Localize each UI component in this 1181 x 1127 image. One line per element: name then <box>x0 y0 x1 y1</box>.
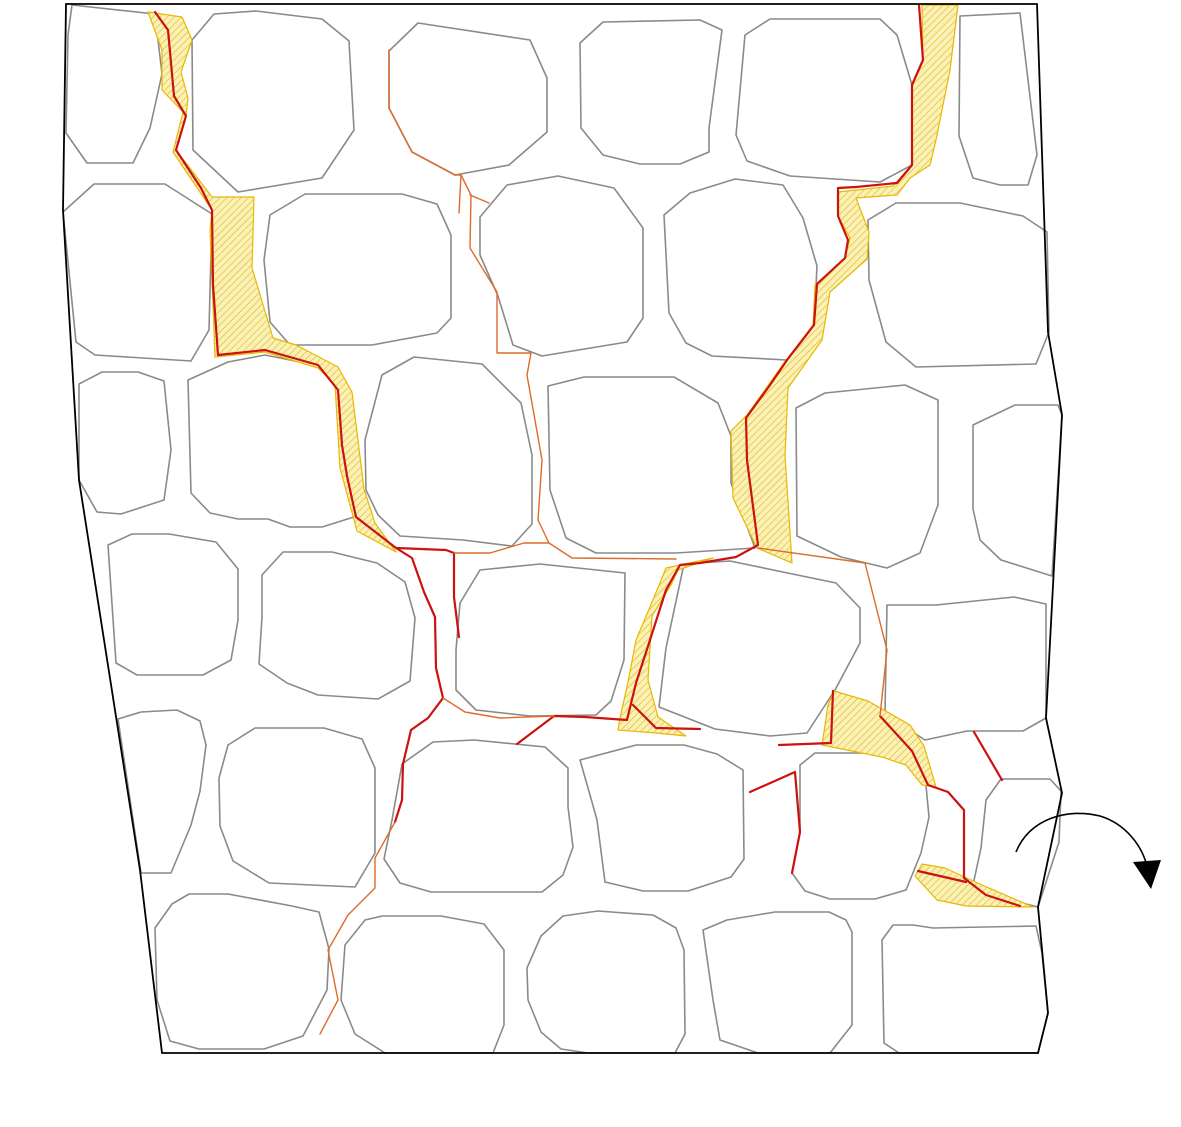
stone <box>191 10 355 193</box>
minor-crack <box>388 49 677 560</box>
stone <box>702 911 853 1054</box>
stone <box>154 893 330 1050</box>
damage-zone <box>147 11 397 553</box>
minor-cracks <box>319 49 888 1035</box>
stone <box>455 563 626 717</box>
major-cracks <box>153 3 1022 908</box>
stone <box>658 560 861 737</box>
minor-crack <box>442 697 555 719</box>
minor-crack <box>458 174 462 214</box>
stone <box>958 12 1038 186</box>
major-crack <box>972 730 1004 782</box>
stone <box>364 356 533 547</box>
stone <box>218 727 376 888</box>
stone <box>547 376 756 554</box>
stone <box>117 709 207 874</box>
minor-crack <box>319 821 396 1035</box>
major-crack <box>394 546 461 639</box>
stone <box>526 910 686 1054</box>
major-crack <box>515 3 925 746</box>
stone <box>479 175 644 357</box>
stone <box>62 183 213 362</box>
rotation-arrow-head <box>1133 860 1161 889</box>
stone <box>881 924 1049 1054</box>
stone <box>107 533 239 676</box>
rotation-arrow-arc <box>1015 812 1148 867</box>
stone <box>383 739 574 893</box>
stone <box>579 19 723 165</box>
stone <box>65 4 163 164</box>
stone <box>791 752 930 900</box>
stone <box>735 18 913 183</box>
damage-zone <box>730 4 959 564</box>
major-crack <box>153 10 445 824</box>
wall-outline <box>62 3 1063 1054</box>
major-crack <box>916 869 968 884</box>
stone <box>884 596 1047 741</box>
stone <box>187 354 355 528</box>
stone <box>263 193 452 346</box>
minor-crack <box>453 542 549 554</box>
stone <box>867 202 1050 368</box>
stone <box>663 178 818 361</box>
major-crack <box>631 703 702 731</box>
minor-crack <box>469 194 490 204</box>
damage-zone <box>617 557 714 737</box>
stone <box>972 404 1063 577</box>
damage-zone <box>821 690 937 788</box>
stone <box>258 551 416 700</box>
stone <box>78 371 172 515</box>
major-crack <box>777 689 835 747</box>
major-crack <box>748 770 802 875</box>
major-crack <box>878 714 1022 908</box>
stone <box>795 384 939 569</box>
stone <box>340 915 505 1054</box>
rotation-arrow-clockwise-icon <box>1015 812 1161 889</box>
stones <box>62 4 1063 1054</box>
minor-crack <box>757 547 888 717</box>
stone <box>579 744 745 892</box>
